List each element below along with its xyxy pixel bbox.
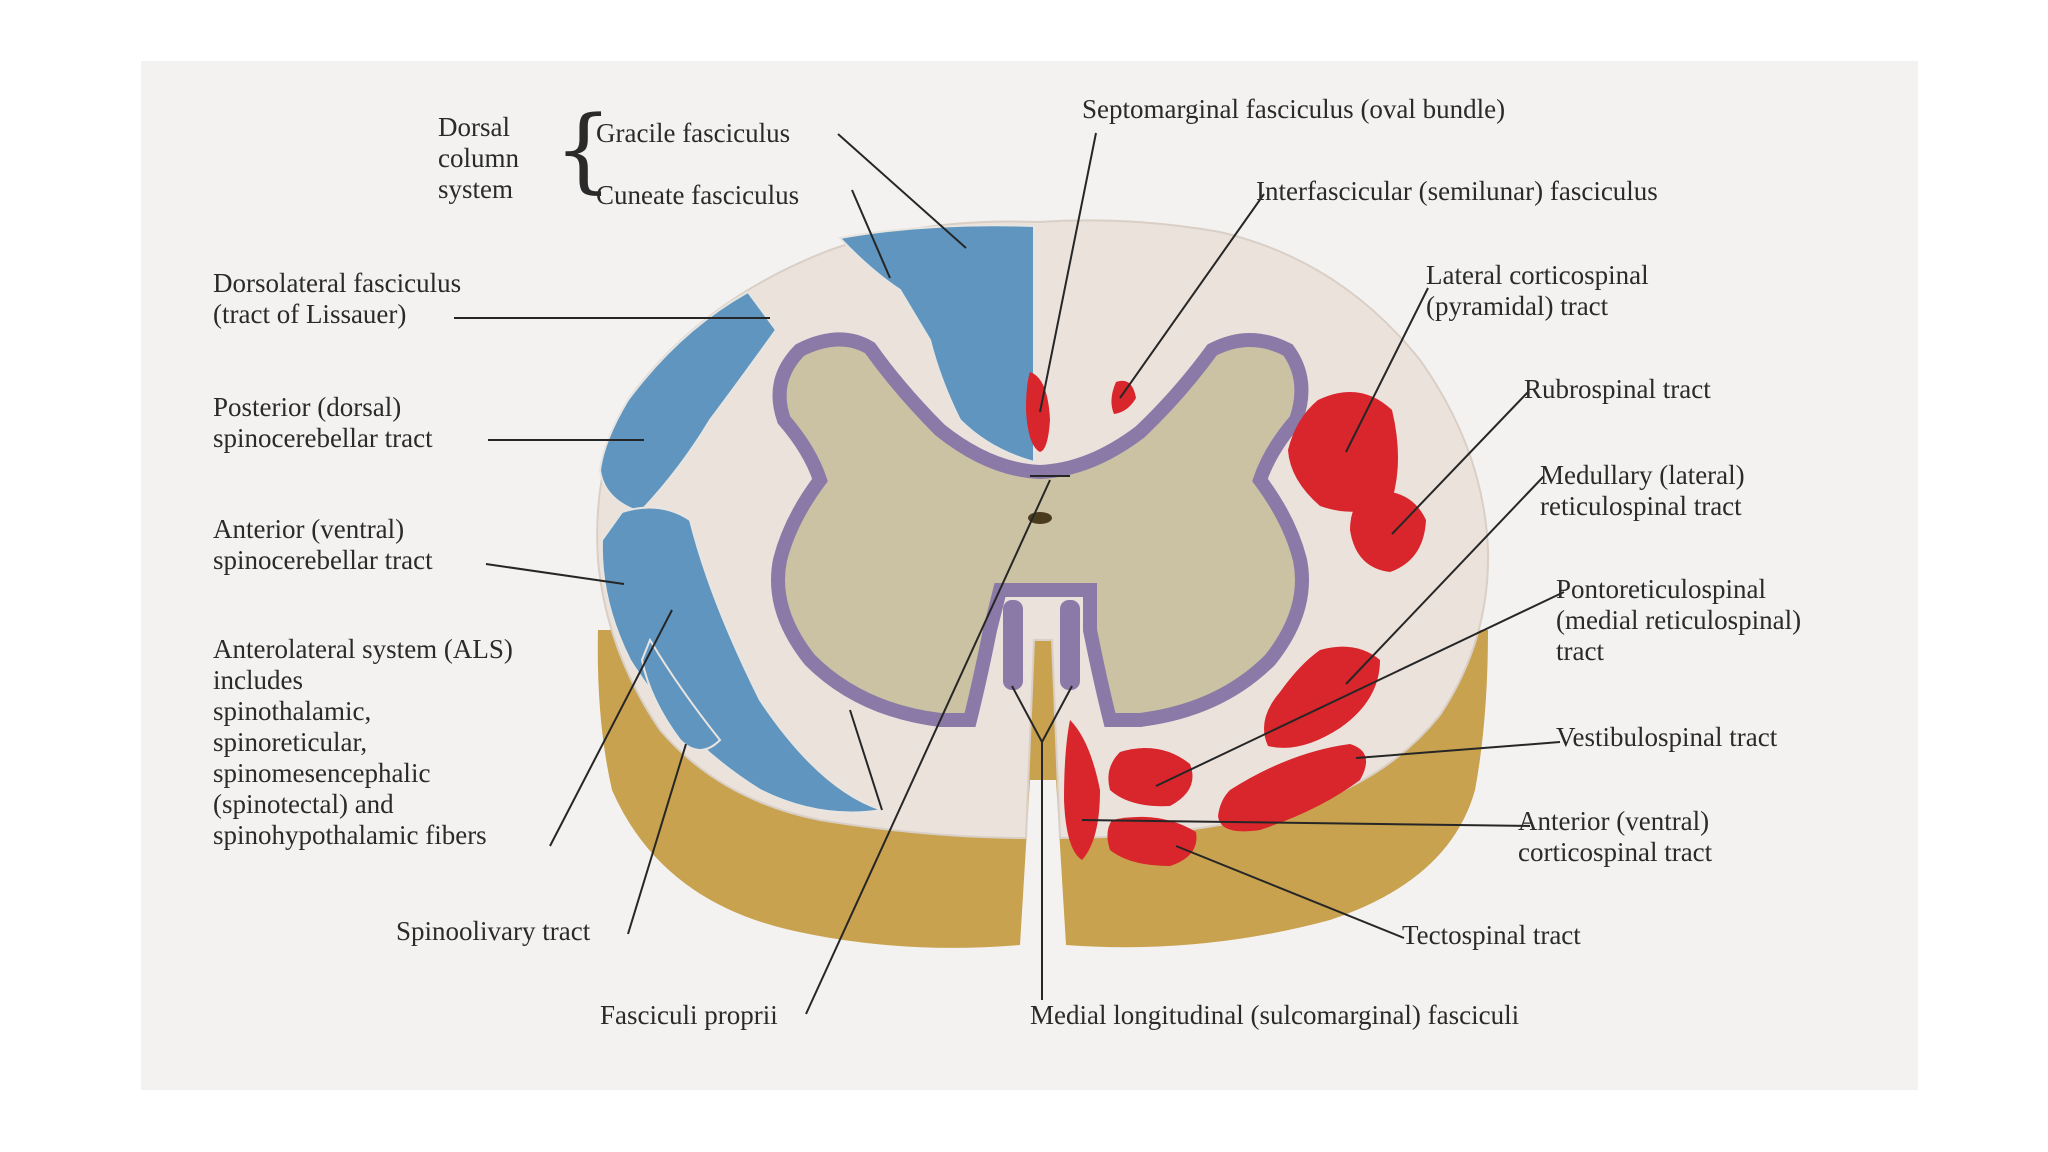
label-anterior-corticospinal: Anterior (ventral) corticospinal tract	[1518, 806, 1713, 867]
medullary-reticulospinal-tract	[1264, 646, 1380, 748]
label-medial-longitudinal: Medial longitudinal (sulcomarginal) fasc…	[1030, 1000, 1520, 1030]
label-posterior-spinocerebellar: Posterior (dorsal) spinocerebellar tract	[213, 392, 433, 453]
label-pontoreticulospinal: Pontoreticulospinal (medial reticulospin…	[1556, 574, 1802, 666]
leader-medullary-reticulospinal	[1345, 475, 1545, 685]
leader-vestibulospinal	[1355, 741, 1561, 759]
sulcomarginal-left	[1003, 600, 1023, 690]
gray-matter	[771, 332, 1309, 727]
label-lateral-corticospinal: Lateral corticospinal (pyramidal) tract	[1426, 260, 1649, 321]
label-spinoolivary: Spinoolivary tract	[396, 916, 591, 946]
interfascicular-fasciculus	[1111, 380, 1136, 414]
label-tectospinal: Tectospinal tract	[1402, 920, 1581, 950]
leader-fasciculi-proprii-2	[849, 709, 883, 811]
label-medullary-reticulospinal: Medullary (lateral) reticulospinal tract	[1540, 460, 1745, 521]
label-cuneate: Cuneate fasciculus	[596, 180, 800, 210]
label-rubrospinal: Rubrospinal tract	[1524, 374, 1711, 404]
leader-interfascicular	[1119, 193, 1265, 399]
anterior-corticospinal-tract	[1064, 720, 1100, 860]
posterior-spinocerebellar-tract	[598, 290, 778, 514]
label-dorsolateral: Dorsolateral fasciculus (tract of Lissau…	[213, 268, 462, 329]
label-anterior-spinocerebellar: Anterior (ventral) spinocerebellar tract	[213, 514, 433, 575]
label-gracile: Gracile fasciculus	[596, 118, 791, 148]
leader-lines	[454, 132, 1565, 1015]
label-fasciculi-proprii: Fasciculi proprii	[600, 1000, 778, 1030]
leader-anterior-corticospinal	[1081, 819, 1531, 827]
vestibulospinal-tract	[1218, 744, 1367, 832]
leader-rubrospinal	[1391, 391, 1529, 535]
rubrospinal-tract	[1350, 491, 1426, 572]
leader-tectospinal	[1175, 845, 1405, 939]
label-interfascicular: Interfascicular (semilunar) fasciculus	[1256, 176, 1658, 206]
leader-anterior-spinocerebellar	[485, 563, 625, 585]
label-dorsal-column-system: Dorsal column system	[438, 112, 519, 204]
spinoolivary-blue	[640, 637, 722, 751]
tectospinal-tract	[1107, 816, 1197, 866]
pontoreticulospinal-tract	[1108, 748, 1193, 807]
label-anterolateral-system: Anterolateral system (ALS) includes spin…	[213, 634, 513, 850]
leader-cuneate	[851, 189, 891, 279]
lateral-corticospinal-tract	[1288, 392, 1398, 512]
leader-pontoreticulospinal	[1155, 591, 1565, 787]
leader-gracile	[837, 133, 967, 249]
brace-icon: {	[554, 96, 613, 203]
leader-fasciculi-proprii	[805, 479, 1051, 1015]
leader-septomarginal	[1039, 132, 1097, 413]
sulcomarginal-right	[1060, 600, 1080, 690]
leader-als	[549, 609, 673, 847]
label-vestibulospinal: Vestibulospinal tract	[1556, 722, 1778, 752]
leader-lateral-corticospinal	[1345, 287, 1429, 453]
dorsal-column-tract	[838, 224, 1035, 464]
leader-spinoolivary	[627, 743, 687, 935]
label-septomarginal: Septomarginal fasciculus (oval bundle)	[1082, 94, 1506, 124]
